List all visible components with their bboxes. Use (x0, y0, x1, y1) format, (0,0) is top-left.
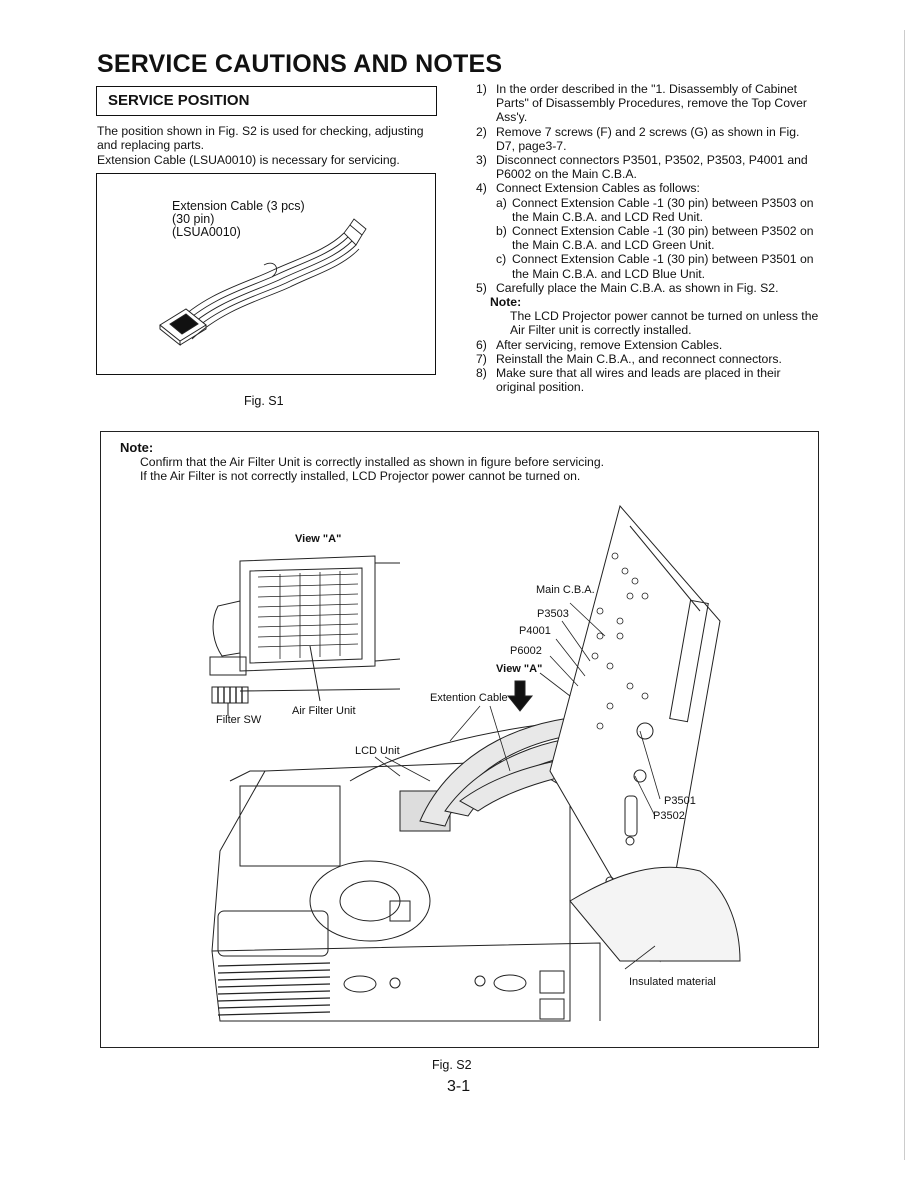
lcd-unit-label: LCD Unit (355, 745, 400, 757)
air-filter-unit-label: Air Filter Unit (292, 705, 356, 717)
step-item: 3) Disconnect connectors P3501, P3502, P… (476, 153, 821, 181)
p3501-label: P3501 (664, 795, 696, 807)
fig-s2-note-line: Confirm that the Air Filter Unit is corr… (140, 455, 604, 469)
intro-paragraph: The position shown in Fig. S2 is used fo… (97, 124, 442, 167)
step-number: 3) (476, 153, 487, 168)
step-text: Reinstall the Main C.B.A., and reconnect… (496, 351, 782, 366)
step-text: In the order described in the "1. Disass… (496, 82, 807, 125)
step-number: 4) (476, 181, 487, 196)
sub-step-letter: a) (496, 195, 507, 210)
step-item: 8) Make sure that all wires and leads ar… (476, 366, 821, 394)
sub-step-letter: c) (496, 252, 507, 267)
view-a-label: View "A" (496, 663, 543, 675)
main-cba-label: Main C.B.A. (536, 584, 595, 596)
insulated-material (569, 866, 741, 962)
step-item: 4) Connect Extension Cables as follows: (476, 181, 821, 195)
page-edge-rule (904, 30, 905, 1160)
fig-s2-caption: Fig. S2 (432, 1058, 472, 1072)
sub-step-item: a) Connect Extension Cable -1 (30 pin) be… (476, 196, 821, 224)
fig-s2-note-heading: Note: (120, 440, 154, 455)
leader-lines (374, 602, 661, 970)
procedure-steps: 1) In the order described in the "1. Dis… (476, 82, 821, 394)
page-title: SERVICE CAUTIONS AND NOTES (97, 50, 503, 78)
projector-chassis (211, 720, 601, 1022)
step-text: After servicing, remove Extension Cables… (496, 337, 723, 352)
sub-step-text: Connect Extension Cable -1 (30 pin) betw… (512, 224, 814, 253)
step-item: 1) In the order described in the "1. Dis… (476, 82, 821, 125)
step-text: Connect Extension Cables as follows: (496, 181, 700, 196)
fig-s1-label: Extension Cable (3 pcs) (30 pin) (LSUA00… (172, 200, 305, 239)
fig-s1-frame (96, 173, 436, 375)
intro-line: and replacing parts. (97, 138, 205, 153)
section-title: SERVICE POSITION (108, 92, 250, 109)
step-number: 1) (476, 82, 487, 96)
fig-s2-note-line: If the Air Filter is not correctly insta… (140, 469, 581, 483)
step-item: 6) After servicing, remove Extension Cab… (476, 338, 821, 352)
air-filter-inset (209, 555, 401, 716)
sub-step-item: c) Connect Extension Cable -1 (30 pin) be… (476, 252, 821, 280)
page-number: 3-1 (447, 1078, 471, 1095)
step-number: 7) (476, 351, 487, 366)
intro-line: The position shown in Fig. S2 is used fo… (97, 124, 424, 138)
p3502-label: P3502 (653, 810, 685, 822)
fig-s2-frame (100, 431, 819, 1048)
main-cba-board (549, 504, 721, 963)
section-title-box (96, 86, 437, 116)
p4001-label: P4001 (519, 625, 551, 637)
fig-s1-label-line: (30 pin) (172, 212, 215, 226)
p3503-label: P3503 (537, 608, 569, 620)
sub-step-text: Connect Extension Cable -1 (30 pin) betw… (512, 195, 814, 224)
step-number: 6) (476, 337, 487, 352)
step-item: 7) Reinstall the Main C.B.A., and reconn… (476, 352, 821, 366)
view-a-arrow-icon (506, 680, 534, 712)
step-text: Carefully place the Main C.B.A. as shown… (496, 280, 779, 295)
fig-s1-label-line: (LSUA0010) (172, 225, 241, 239)
step-text: Disconnect connectors P3501, P3502, P350… (496, 153, 808, 182)
fig-s1-label-line: Extension Cable (3 pcs) (172, 199, 305, 213)
step-number: 8) (476, 366, 487, 381)
p6002-label: P6002 (510, 645, 542, 657)
intro-line: Extension Cable (LSUA0010) is necessary … (97, 152, 400, 167)
step-number: 5) (476, 280, 487, 295)
step-text: Make sure that all wires and leads are p… (496, 366, 781, 395)
projector-service-illustration (209, 504, 741, 1022)
fig-s1-caption: Fig. S1 (244, 394, 284, 408)
step-item: 2) Remove 7 screws (F) and 2 screws (G) … (476, 125, 821, 153)
filter-sw-label: Filter SW (216, 714, 262, 726)
step-item: 5) Carefully place the Main C.B.A. as sh… (476, 281, 821, 295)
view-a-title: View "A" (295, 533, 342, 545)
step-number: 2) (476, 124, 487, 139)
sub-step-text: Connect Extension Cable -1 (30 pin) betw… (512, 252, 814, 281)
insulated-material-label: Insulated material (629, 976, 716, 988)
step-text: Remove 7 screws (F) and 2 screws (G) as … (496, 124, 800, 153)
extension-cable-label: Extention Cable (430, 692, 508, 704)
sub-step-item: b) Connect Extension Cable -1 (30 pin) be… (476, 224, 821, 252)
sub-step-letter: b) (496, 224, 507, 239)
step-note-heading: Note: (490, 295, 522, 310)
step-note-text: The LCD Projector power cannot be turned… (510, 309, 819, 338)
extension-cable-illustration (159, 218, 367, 347)
